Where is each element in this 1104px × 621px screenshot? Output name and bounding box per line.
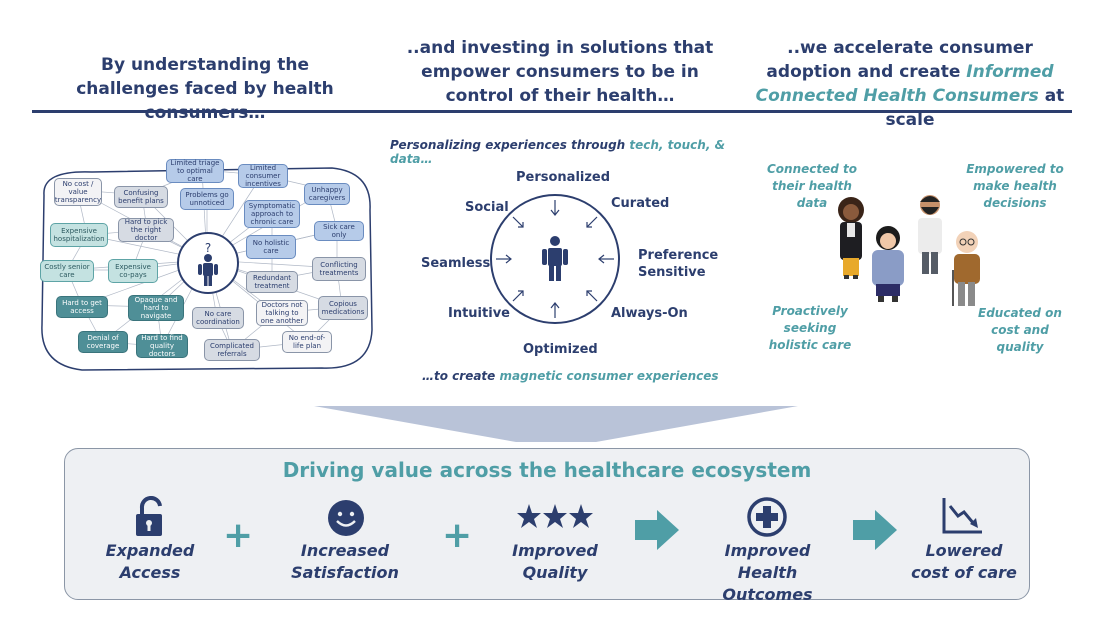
- challenge-item: No end-of-life plan: [282, 331, 332, 353]
- wheel-footer: …to create magnetic consumer experiences: [422, 369, 722, 383]
- medical-cross-icon: [747, 497, 787, 537]
- header-investing: ..and investing in solutions that empowe…: [406, 38, 714, 106]
- wheel-label-curated: Curated: [611, 196, 670, 211]
- challenge-item: Doctors not talking to one another: [256, 300, 308, 326]
- wheel-label-preference: Preference Sensitive: [638, 248, 719, 280]
- challenge-item: Limited consumer incentives: [238, 164, 288, 188]
- challenge-item: No holistic care: [246, 235, 296, 259]
- header-accelerate-post: at scale: [885, 86, 1065, 130]
- wheel-caption-em: tech, touch, & data…: [390, 138, 726, 166]
- trait-proactive: Proactively seeking holistic care: [768, 304, 852, 352]
- wheel-diagram: [490, 194, 620, 324]
- challenge-item: Conflicting treatments: [312, 257, 366, 281]
- header-divider: [32, 110, 1072, 113]
- header-accelerate: ..we accelerate consumer adoption and cr…: [755, 36, 1065, 132]
- challenge-item: Confusing benefit plans: [114, 186, 168, 208]
- wheel-label-always-on: Always-On: [611, 306, 688, 321]
- header-accelerate-pre: ..we accelerate consumer adoption and cr…: [766, 38, 1033, 82]
- unlocked-padlock-icon: [136, 496, 162, 536]
- challenge-item: No cost / value transparency: [54, 178, 102, 206]
- person-question-icon: ?: [198, 241, 218, 286]
- challenge-item: Redundant treatment: [246, 271, 298, 293]
- plus-operator: +: [442, 515, 473, 556]
- challenge-item: Hard to get access: [56, 296, 108, 318]
- wheel-footer-em: magnetic consumer experiences: [499, 369, 719, 383]
- outcome-increased-satisfaction: Increased Satisfaction: [291, 541, 399, 582]
- right-arrow-icon: [853, 510, 897, 550]
- consumer-group-illustration: [838, 195, 980, 306]
- wheel-footer-pre: …to create: [422, 369, 500, 383]
- funnel-shape: [314, 406, 798, 442]
- wheel-caption: Personalizing experiences through tech, …: [390, 138, 740, 166]
- header-accelerate-em: Informed Connected Health Consumers: [755, 62, 1054, 106]
- challenge-item: Expensive co-pays: [108, 259, 158, 283]
- challenge-item: Unhappy caregivers: [304, 183, 350, 205]
- challenge-web: ? No cost / value transparency Confusing…: [32, 150, 377, 375]
- challenge-item: Costly senior care: [40, 260, 94, 282]
- trait-empowered: Empowered to make health decisions: [966, 162, 1064, 210]
- bearded-man-avatar: [918, 195, 942, 274]
- declining-chart-icon: [942, 498, 982, 534]
- three-stars-icon: [517, 504, 593, 528]
- challenge-item: Expensive hospitalization: [50, 223, 108, 247]
- challenge-item: Copious medications: [318, 296, 368, 320]
- svg-text:?: ?: [205, 241, 211, 255]
- challenge-item: Symptomatic approach to chronic care: [244, 200, 300, 228]
- plus-operator: +: [223, 515, 254, 556]
- challenge-item: Limited triage to optimal care: [166, 159, 224, 183]
- wheel-label-optimized: Optimized: [523, 342, 598, 357]
- challenge-item: Denial of coverage: [78, 331, 128, 353]
- wheel-label-social: Social: [465, 200, 509, 215]
- wheel-label-seamless: Seamless: [421, 256, 491, 271]
- right-arrow-icon: [635, 510, 679, 550]
- trait-connected: Connected to their health data: [766, 162, 857, 210]
- challenge-item: Opaque and hard to navigate: [128, 295, 184, 321]
- challenge-item: No care coordination: [192, 307, 244, 329]
- wheel-label-personalized: Personalized: [516, 170, 611, 185]
- girl-avatar: [872, 226, 904, 302]
- outcome-improved-health: Improved Health Outcomes: [722, 541, 813, 604]
- woman-avatar: [838, 197, 864, 279]
- challenge-item: Problems go unnoticed: [180, 188, 234, 210]
- challenge-item: Hard to find quality doctors: [136, 334, 188, 358]
- header-understanding: By understanding the challenges faced by…: [76, 55, 334, 123]
- trait-educated: Educated on cost and quality: [978, 306, 1062, 354]
- outcome-lowered-cost: Lowered cost of care: [911, 541, 1017, 582]
- challenge-center: ?: [177, 232, 239, 294]
- challenge-item: Hard to pick the right doctor: [118, 218, 174, 242]
- wheel-caption-pre: Personalizing experiences through: [390, 138, 630, 152]
- challenge-item: Complicated referrals: [204, 339, 260, 361]
- value-panel-title: Driving value across the healthcare ecos…: [282, 458, 812, 482]
- outcome-improved-quality: Improved Quality: [512, 541, 598, 582]
- wheel-label-intuitive: Intuitive: [448, 306, 510, 321]
- smiley-face-icon: [328, 500, 364, 536]
- outcome-expanded-access: Expanded Access: [105, 541, 195, 582]
- challenge-item: Sick care only: [314, 221, 364, 241]
- older-man-avatar: [952, 231, 980, 306]
- person-icon: [542, 236, 568, 281]
